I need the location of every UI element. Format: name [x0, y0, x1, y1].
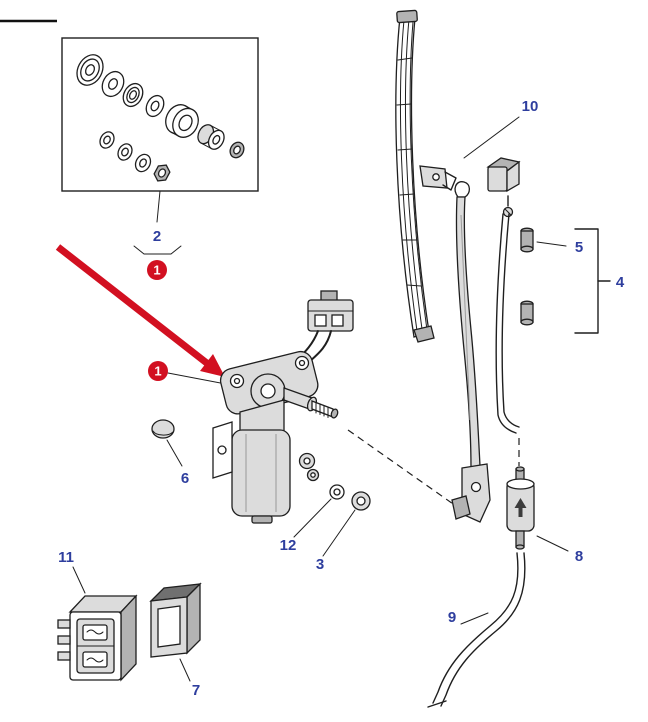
wiper-symbol-icon — [86, 629, 104, 635]
switch-terminal — [57, 651, 71, 661]
item-1-badge-kit[interactable]: 1 — [147, 260, 167, 280]
badge-circle — [148, 361, 168, 381]
washer-hose-lower — [427, 552, 526, 708]
leader-line — [293, 498, 332, 538]
arm-pivot-cap — [451, 495, 471, 520]
callout-seal-kit[interactable]: 2 — [133, 190, 182, 255]
callout-12-label[interactable]: 12 — [280, 537, 297, 554]
kit-washer-large — [76, 54, 104, 86]
wiper-symbol-icon — [86, 657, 104, 663]
callout-nut[interactable]: 3 — [316, 509, 356, 573]
hose-connector-upper — [520, 227, 534, 253]
callout-cover[interactable]: 7 — [179, 658, 200, 699]
leader-line — [463, 116, 520, 159]
kit-washer — [101, 70, 125, 98]
callout-8-label[interactable]: 8 — [575, 548, 583, 565]
leader-line — [156, 190, 161, 223]
motor-can — [231, 429, 291, 517]
hose-connector-lower — [520, 300, 534, 326]
switch-blank-cover — [149, 582, 202, 658]
grommet-cap — [151, 419, 175, 439]
kit-ring-1 — [99, 131, 115, 149]
kit-spacer — [197, 124, 225, 150]
wiper-motor-assembly — [212, 290, 354, 524]
callout-10-label[interactable]: 10 — [522, 98, 539, 115]
leader-line — [166, 439, 183, 467]
wiper-blade — [395, 9, 457, 343]
check-valve — [506, 466, 535, 550]
callout-connectors[interactable]: 5 — [536, 239, 583, 256]
leader-line — [460, 612, 489, 625]
callout-hose[interactable]: 9 — [448, 609, 489, 626]
callout-3-label[interactable]: 3 — [316, 556, 324, 573]
seal-kit-parts — [76, 54, 245, 182]
blade-hook — [442, 171, 457, 191]
kit-bearing — [165, 104, 199, 138]
callout-11-label[interactable]: 11 — [58, 549, 74, 566]
washer-hose-upper — [495, 213, 520, 434]
bracket-glyph — [133, 245, 182, 255]
callout-blade[interactable]: 10 — [463, 98, 539, 159]
arm-hook — [454, 181, 471, 198]
badge-circle — [147, 260, 167, 280]
callout-washer[interactable]: 12 — [280, 498, 332, 554]
leader-line — [179, 658, 191, 682]
callout-5-label[interactable]: 5 — [575, 239, 583, 256]
motor-connector — [307, 290, 354, 332]
callout-6-label[interactable]: 6 — [181, 470, 189, 487]
leader-line — [72, 566, 86, 594]
kit-hex-nut — [153, 164, 171, 182]
kit-washer-small — [145, 94, 165, 118]
arm-clamp — [486, 157, 521, 218]
blade-end-cap-bottom — [413, 325, 435, 343]
kit-ring-3 — [134, 153, 152, 173]
shaft-nut — [351, 491, 371, 511]
callout-arm-group[interactable]: 4 — [616, 274, 625, 291]
callout-4-label[interactable]: 4 — [616, 274, 625, 291]
kit-ring-2 — [117, 143, 133, 161]
leader-line — [536, 535, 569, 552]
callout-cap[interactable]: 6 — [166, 439, 189, 487]
switch-terminal — [57, 619, 71, 629]
blade-end-cap-top — [396, 9, 418, 24]
kit-end-nut — [229, 141, 245, 159]
callout-valve[interactable]: 8 — [536, 535, 583, 565]
callout-switch[interactable]: 11 — [58, 549, 86, 594]
leader-line — [536, 241, 567, 247]
callout-2-label[interactable]: 2 — [153, 228, 161, 245]
switch-terminal — [57, 635, 71, 645]
group-bracket-4 — [574, 228, 611, 334]
kit-seal — [122, 82, 144, 108]
motor-end-cap — [251, 515, 273, 524]
wiper-arm — [451, 181, 491, 523]
flow-arrow-icon — [514, 498, 527, 517]
shaft-washer — [329, 484, 345, 500]
assembly-axis-dashes — [347, 429, 457, 507]
callout-7-label[interactable]: 7 — [192, 682, 200, 699]
red-arrow — [55, 244, 225, 377]
leader-line — [322, 509, 356, 557]
motor-wire — [308, 330, 332, 363]
badge-1-label: 1 — [153, 263, 160, 278]
rocker-switch — [57, 594, 138, 682]
callout-9-label[interactable]: 9 — [448, 609, 456, 626]
badge-1-label: 1 — [154, 364, 161, 379]
motor-output-shaft — [283, 387, 339, 419]
